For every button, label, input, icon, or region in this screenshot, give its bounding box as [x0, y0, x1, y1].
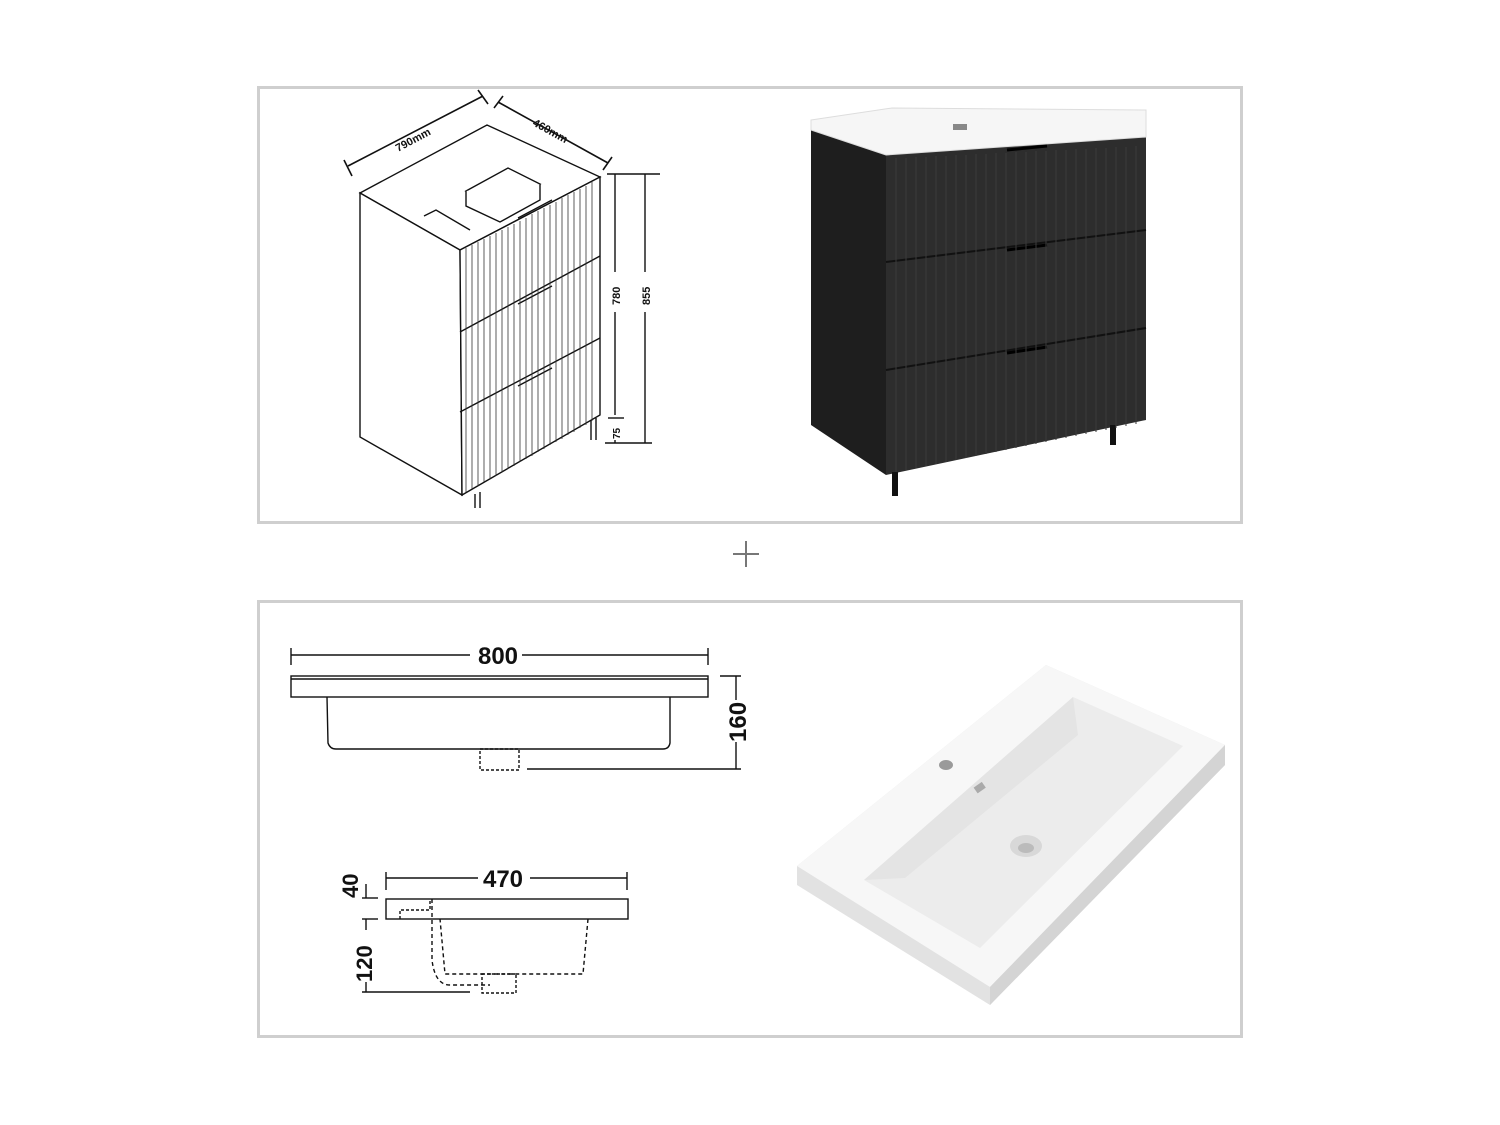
cabinet-render-flutes — [895, 146, 1137, 472]
basin-render — [797, 665, 1225, 1005]
cabinet-flutes — [465, 182, 593, 492]
basin-height-label: 160 — [725, 702, 752, 742]
basin-width-label: 800 — [478, 643, 518, 670]
basin-side-view — [362, 872, 629, 994]
basin-rim-label: 40 — [338, 874, 363, 898]
cabinet-body-height-label: 780 — [611, 287, 623, 305]
plus-icon — [733, 541, 759, 567]
cabinet-leg-height-label: 75 — [612, 427, 623, 439]
basin-bowl-label: 120 — [352, 945, 377, 982]
basin-depth-label: 470 — [483, 866, 523, 893]
cabinet-width-dimension — [343, 89, 613, 177]
cabinet-height-dimensions — [605, 173, 660, 444]
cabinet-line-drawing — [358, 124, 602, 508]
basin-front-view — [290, 648, 741, 771]
cabinet-total-height-label: 855 — [641, 287, 653, 305]
